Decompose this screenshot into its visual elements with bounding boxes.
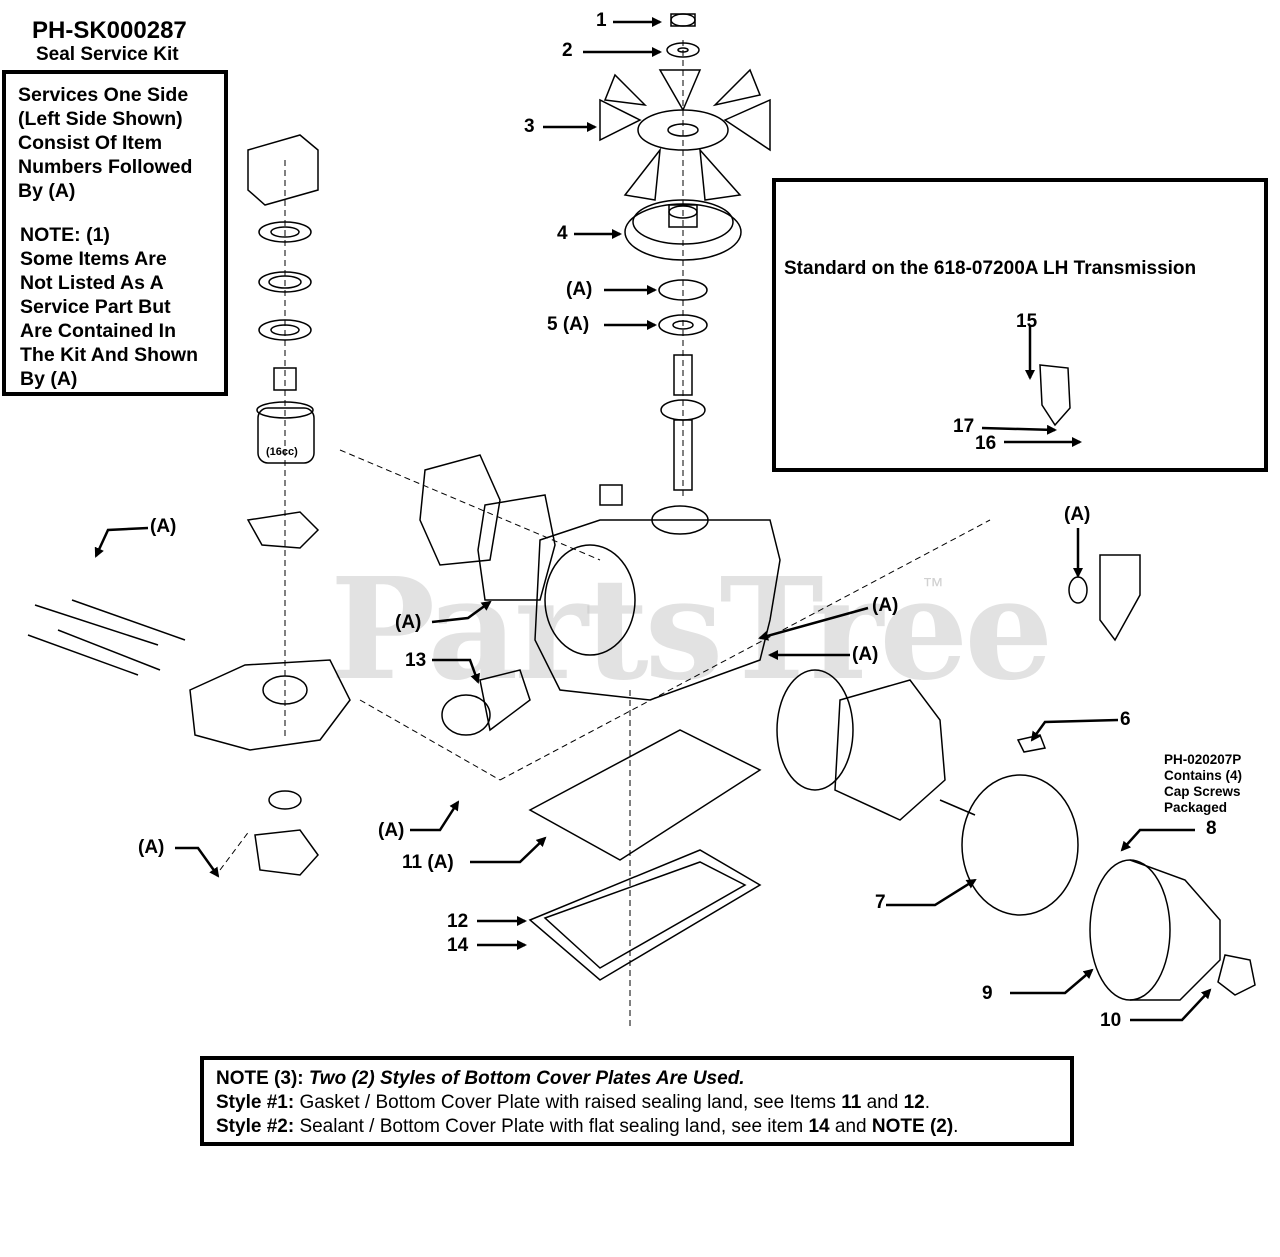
filter-part: [441, 669, 531, 736]
callout-1: 1: [596, 10, 607, 31]
bottom-gasket-part: [528, 729, 762, 861]
note3-box: NOTE (3): Two (2) Styles of Bottom Cover…: [200, 1056, 1074, 1146]
key-part: [1016, 734, 1047, 753]
standard-box-title: Standard on the 618-07200A LH Transmissi…: [784, 258, 1197, 279]
brake-part: [961, 774, 1079, 916]
callout-a-left-seal: (A): [150, 516, 177, 537]
callout-17: 17: [953, 416, 975, 437]
callout-a-lower-seal: (A): [378, 820, 405, 841]
side-cover-part: [419, 454, 556, 601]
callout-a-fitting: (A): [138, 837, 165, 858]
center-section-stack: [246, 134, 320, 549]
cap-screw-note-line: Packaged: [1164, 800, 1228, 815]
pulley-part: [624, 199, 742, 261]
cap-screw-note-line: Contains (4): [1164, 768, 1243, 783]
retaining-ring-part: [658, 279, 708, 301]
style1-item-12: 12: [903, 1092, 925, 1113]
callout-15: 15: [1016, 311, 1038, 332]
callout-14: 14: [447, 935, 469, 956]
style1-end: .: [924, 1092, 930, 1113]
hub-washer-part: [666, 42, 700, 58]
note1-line: NOTE: (1): [20, 224, 110, 246]
callout-6: 6: [1120, 709, 1131, 730]
style2-end: .: [953, 1116, 959, 1137]
callout-11: 11 (A): [402, 852, 454, 873]
bottom-cover-plate-part: [528, 849, 762, 981]
kit-name-subtitle: Seal Service Kit: [36, 44, 179, 65]
fan-part: [599, 68, 771, 201]
long-bolts: [27, 599, 186, 676]
callout-13: 13: [405, 650, 427, 671]
motor-axle-part: [776, 669, 976, 821]
callout-2: 2: [562, 40, 573, 61]
style2-item-14: 14: [808, 1116, 830, 1137]
trademark-symbol: ™: [922, 573, 944, 598]
standard-transmission-box: Standard on the 618-07200A LH Transmissi…: [772, 178, 1268, 472]
note3-style2-line: Style #2: Sealant / Bottom Cover Plate w…: [216, 1116, 958, 1138]
callout-a-oring-2: (A): [852, 644, 879, 665]
note1-line: By (A): [20, 368, 78, 390]
nut-part: [670, 13, 696, 27]
note1-line: Not Listed As A: [20, 272, 164, 294]
callout-9: 9: [982, 983, 993, 1004]
style2-label: Style #2:: [216, 1116, 295, 1137]
callout-10: 10: [1100, 1010, 1122, 1031]
callout-16: 16: [975, 433, 997, 454]
callout-5: 5 (A): [547, 314, 590, 335]
services-line: Consist Of Item: [18, 132, 163, 154]
style2-and: and: [834, 1116, 867, 1137]
note1-line: The Kit And Shown: [20, 344, 199, 366]
note1-line: Some Items Are: [20, 248, 167, 270]
services-note-box: Services One Side (Left Side Shown) Cons…: [2, 70, 228, 396]
note1-line: Service Part But: [20, 296, 171, 318]
callout-a-retaining-ring: (A): [566, 279, 593, 300]
note3-heading-line: NOTE (3): Two (2) Styles of Bottom Cover…: [216, 1068, 745, 1090]
callout-a-right-seal: (A): [1064, 504, 1091, 525]
wheel-hub-part: [1089, 859, 1221, 1001]
callout-a-oring-1: (A): [872, 595, 899, 616]
services-line: (Left Side Shown): [18, 108, 183, 130]
services-line: Numbers Followed: [18, 156, 193, 178]
linkage-bracket-part: [1039, 364, 1141, 642]
cap-screw-note-line: PH-020207P: [1164, 752, 1242, 767]
style1-and: and: [866, 1092, 899, 1113]
callout-7: 7: [875, 892, 886, 913]
callout-4: 4: [557, 223, 568, 244]
services-line: By (A): [18, 180, 76, 202]
callout-3: 3: [524, 116, 535, 137]
note3-style1-line: Style #1: Gasket / Bottom Cover Plate wi…: [216, 1092, 930, 1114]
right-seal-part: [1068, 576, 1088, 604]
callout-8: 8: [1206, 818, 1217, 839]
input-shaft-part: [660, 354, 706, 491]
style2-text: Sealant / Bottom Cover Plate with flat s…: [299, 1116, 804, 1137]
callout-12: 12: [447, 911, 469, 932]
style1-item-11: 11: [841, 1092, 862, 1113]
seal-bearing-part: [658, 314, 708, 336]
note3-heading-text: Two (2) Styles of Bottom Cover Plates Ar…: [308, 1068, 745, 1089]
castle-nut-part: [1217, 954, 1256, 996]
end-cap-part: [189, 659, 351, 876]
style2-note2: NOTE (2): [871, 1116, 954, 1137]
cap-screw-note-line: Cap Screws: [1164, 784, 1241, 799]
displacement-label: (16cc): [266, 446, 298, 458]
note1-line: Are Contained In: [20, 320, 177, 342]
style1-label: Style #1:: [216, 1092, 295, 1113]
style1-text: Gasket / Bottom Cover Plate with raised …: [299, 1092, 836, 1113]
note3-heading: NOTE (3):: [216, 1068, 304, 1089]
callout-a-gasket: (A): [395, 612, 422, 633]
kit-number-title: PH-SK000287: [32, 17, 187, 44]
transmission-housing-part: [534, 484, 781, 701]
services-line: Services One Side: [18, 84, 189, 106]
callout-arrows: [94, 17, 1212, 1022]
